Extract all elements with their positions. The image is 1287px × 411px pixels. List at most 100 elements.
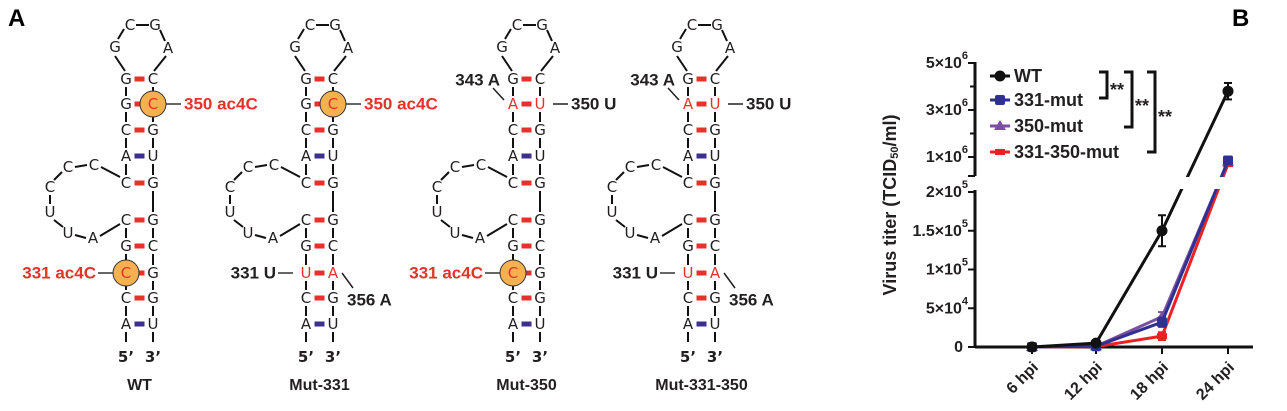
backbone-line [254, 164, 268, 168]
paired-nucleotide: A [301, 147, 312, 165]
y-tick-exponent: 6 [962, 50, 968, 62]
structure-title: Mut-331 [289, 377, 350, 394]
paired-nucleotide: U [148, 147, 159, 165]
y-tick-label: 0 [954, 339, 963, 356]
paired-nucleotide: G [147, 264, 159, 282]
y-tick-exponent: 6 [962, 97, 968, 109]
base-pair-bond [314, 153, 325, 159]
paired-nucleotide: A [710, 264, 721, 282]
loop-nucleotide: G [149, 16, 161, 34]
backbone-line [339, 29, 346, 42]
base-pair-bond [134, 153, 145, 159]
paired-nucleotide: G [709, 211, 721, 229]
paired-nucleotide: A [683, 147, 694, 165]
five-prime-label: 5’ [298, 348, 314, 366]
backbone-line [99, 223, 121, 237]
backbone-line [715, 55, 729, 72]
y-axis-label: Virus titer (TCID50/ml) [880, 115, 901, 296]
bulge-nucleotide: C [476, 156, 486, 174]
bulge-nucleotide: A [650, 229, 661, 247]
paired-nucleotide: G [534, 289, 546, 307]
paired-nucleotide: G [709, 174, 721, 192]
annotation-label: 356 A [729, 291, 774, 310]
backbone-line [100, 166, 121, 178]
base-pair-bond [521, 217, 532, 223]
base-pair-bond [314, 76, 325, 82]
y-axis-label-tail: /ml) [880, 115, 900, 147]
structure-title: Mut-331-350 [655, 377, 748, 394]
data-point-331-350-mut [1157, 333, 1167, 340]
paired-nucleotide: C [508, 121, 518, 139]
paired-nucleotide: U [328, 147, 339, 165]
paired-nucleotide: C [148, 95, 158, 113]
backbone-line [661, 223, 683, 237]
paired-nucleotide: G [327, 211, 339, 229]
paired-nucleotide: C [710, 70, 720, 88]
backbone-line [74, 164, 88, 168]
base-pair-bond [696, 101, 707, 107]
paired-nucleotide: G [120, 70, 132, 88]
bulge-nucleotide: C [63, 158, 73, 176]
loop-nucleotide: A [343, 39, 354, 57]
significance-label: ** [1135, 96, 1149, 116]
y-tick-label: 1×105 [926, 257, 968, 279]
paired-nucleotide: C [710, 237, 720, 255]
y-tick-mantissa: 1.5×10 [912, 222, 961, 239]
paired-nucleotide: C [301, 211, 311, 229]
paired-nucleotide: G [534, 174, 546, 192]
base-pair-bond [134, 321, 145, 327]
loop-nucleotide: A [725, 39, 736, 57]
annotation-label: 350 U [746, 95, 791, 114]
x-tick-label: 6 hpi [1004, 359, 1042, 397]
paired-nucleotide: C [535, 70, 545, 88]
backbone-line [117, 28, 125, 40]
bulge-nucleotide: U [45, 203, 56, 221]
backbone-line [721, 29, 728, 42]
paired-nucleotide: C [328, 70, 338, 88]
bulge-nucleotide: U [432, 203, 443, 221]
paired-nucleotide: U [328, 315, 339, 333]
y-tick-mantissa: 5×10 [926, 55, 962, 72]
base-pair-bond [134, 295, 145, 301]
loop-nucleotide: A [163, 39, 174, 57]
base-pair-bond [521, 180, 532, 186]
significance-bracket [1099, 70, 1109, 100]
loop-nucleotide: C [512, 16, 522, 34]
backbone-line [676, 55, 688, 72]
base-pair-bond [314, 180, 325, 186]
base-pair-bond [134, 76, 145, 82]
backbone-line [461, 164, 475, 168]
base-pair-bond [696, 295, 707, 301]
data-point-wt [1026, 341, 1038, 353]
y-axis-label-sub: 50 [889, 147, 901, 159]
legend-label: 331-350-mut [1014, 142, 1119, 162]
y-tick-exponent: 5 [962, 179, 968, 191]
paired-nucleotide: G [120, 237, 132, 255]
loop-nucleotide: C [305, 16, 315, 34]
y-tick-mantissa: 2×10 [926, 184, 962, 201]
bulge-nucleotide: A [268, 229, 279, 247]
paired-nucleotide: U [710, 147, 721, 165]
backbone-line [487, 166, 508, 178]
bulge-nucleotide: C [89, 156, 99, 174]
base-pair-bond [521, 153, 532, 159]
paired-nucleotide: C [508, 174, 518, 192]
backbone-line [233, 171, 243, 181]
backbone-line [294, 55, 306, 72]
y-tick-exponent: 5 [962, 257, 968, 269]
annotation-label: 350 U [571, 95, 616, 114]
paired-nucleotide: U [148, 315, 159, 333]
bulge-nucleotide: C [269, 156, 279, 174]
base-pair-bond [314, 127, 325, 133]
y-tick-mantissa: 1×10 [926, 261, 962, 278]
base-pair-bond [521, 127, 532, 133]
paired-nucleotide: C [535, 237, 545, 255]
paired-nucleotide: G [147, 289, 159, 307]
x-tick-label: 12 hpi [1061, 359, 1106, 404]
legend-label: WT [1014, 66, 1042, 86]
data-point-331-mut [1157, 317, 1167, 328]
